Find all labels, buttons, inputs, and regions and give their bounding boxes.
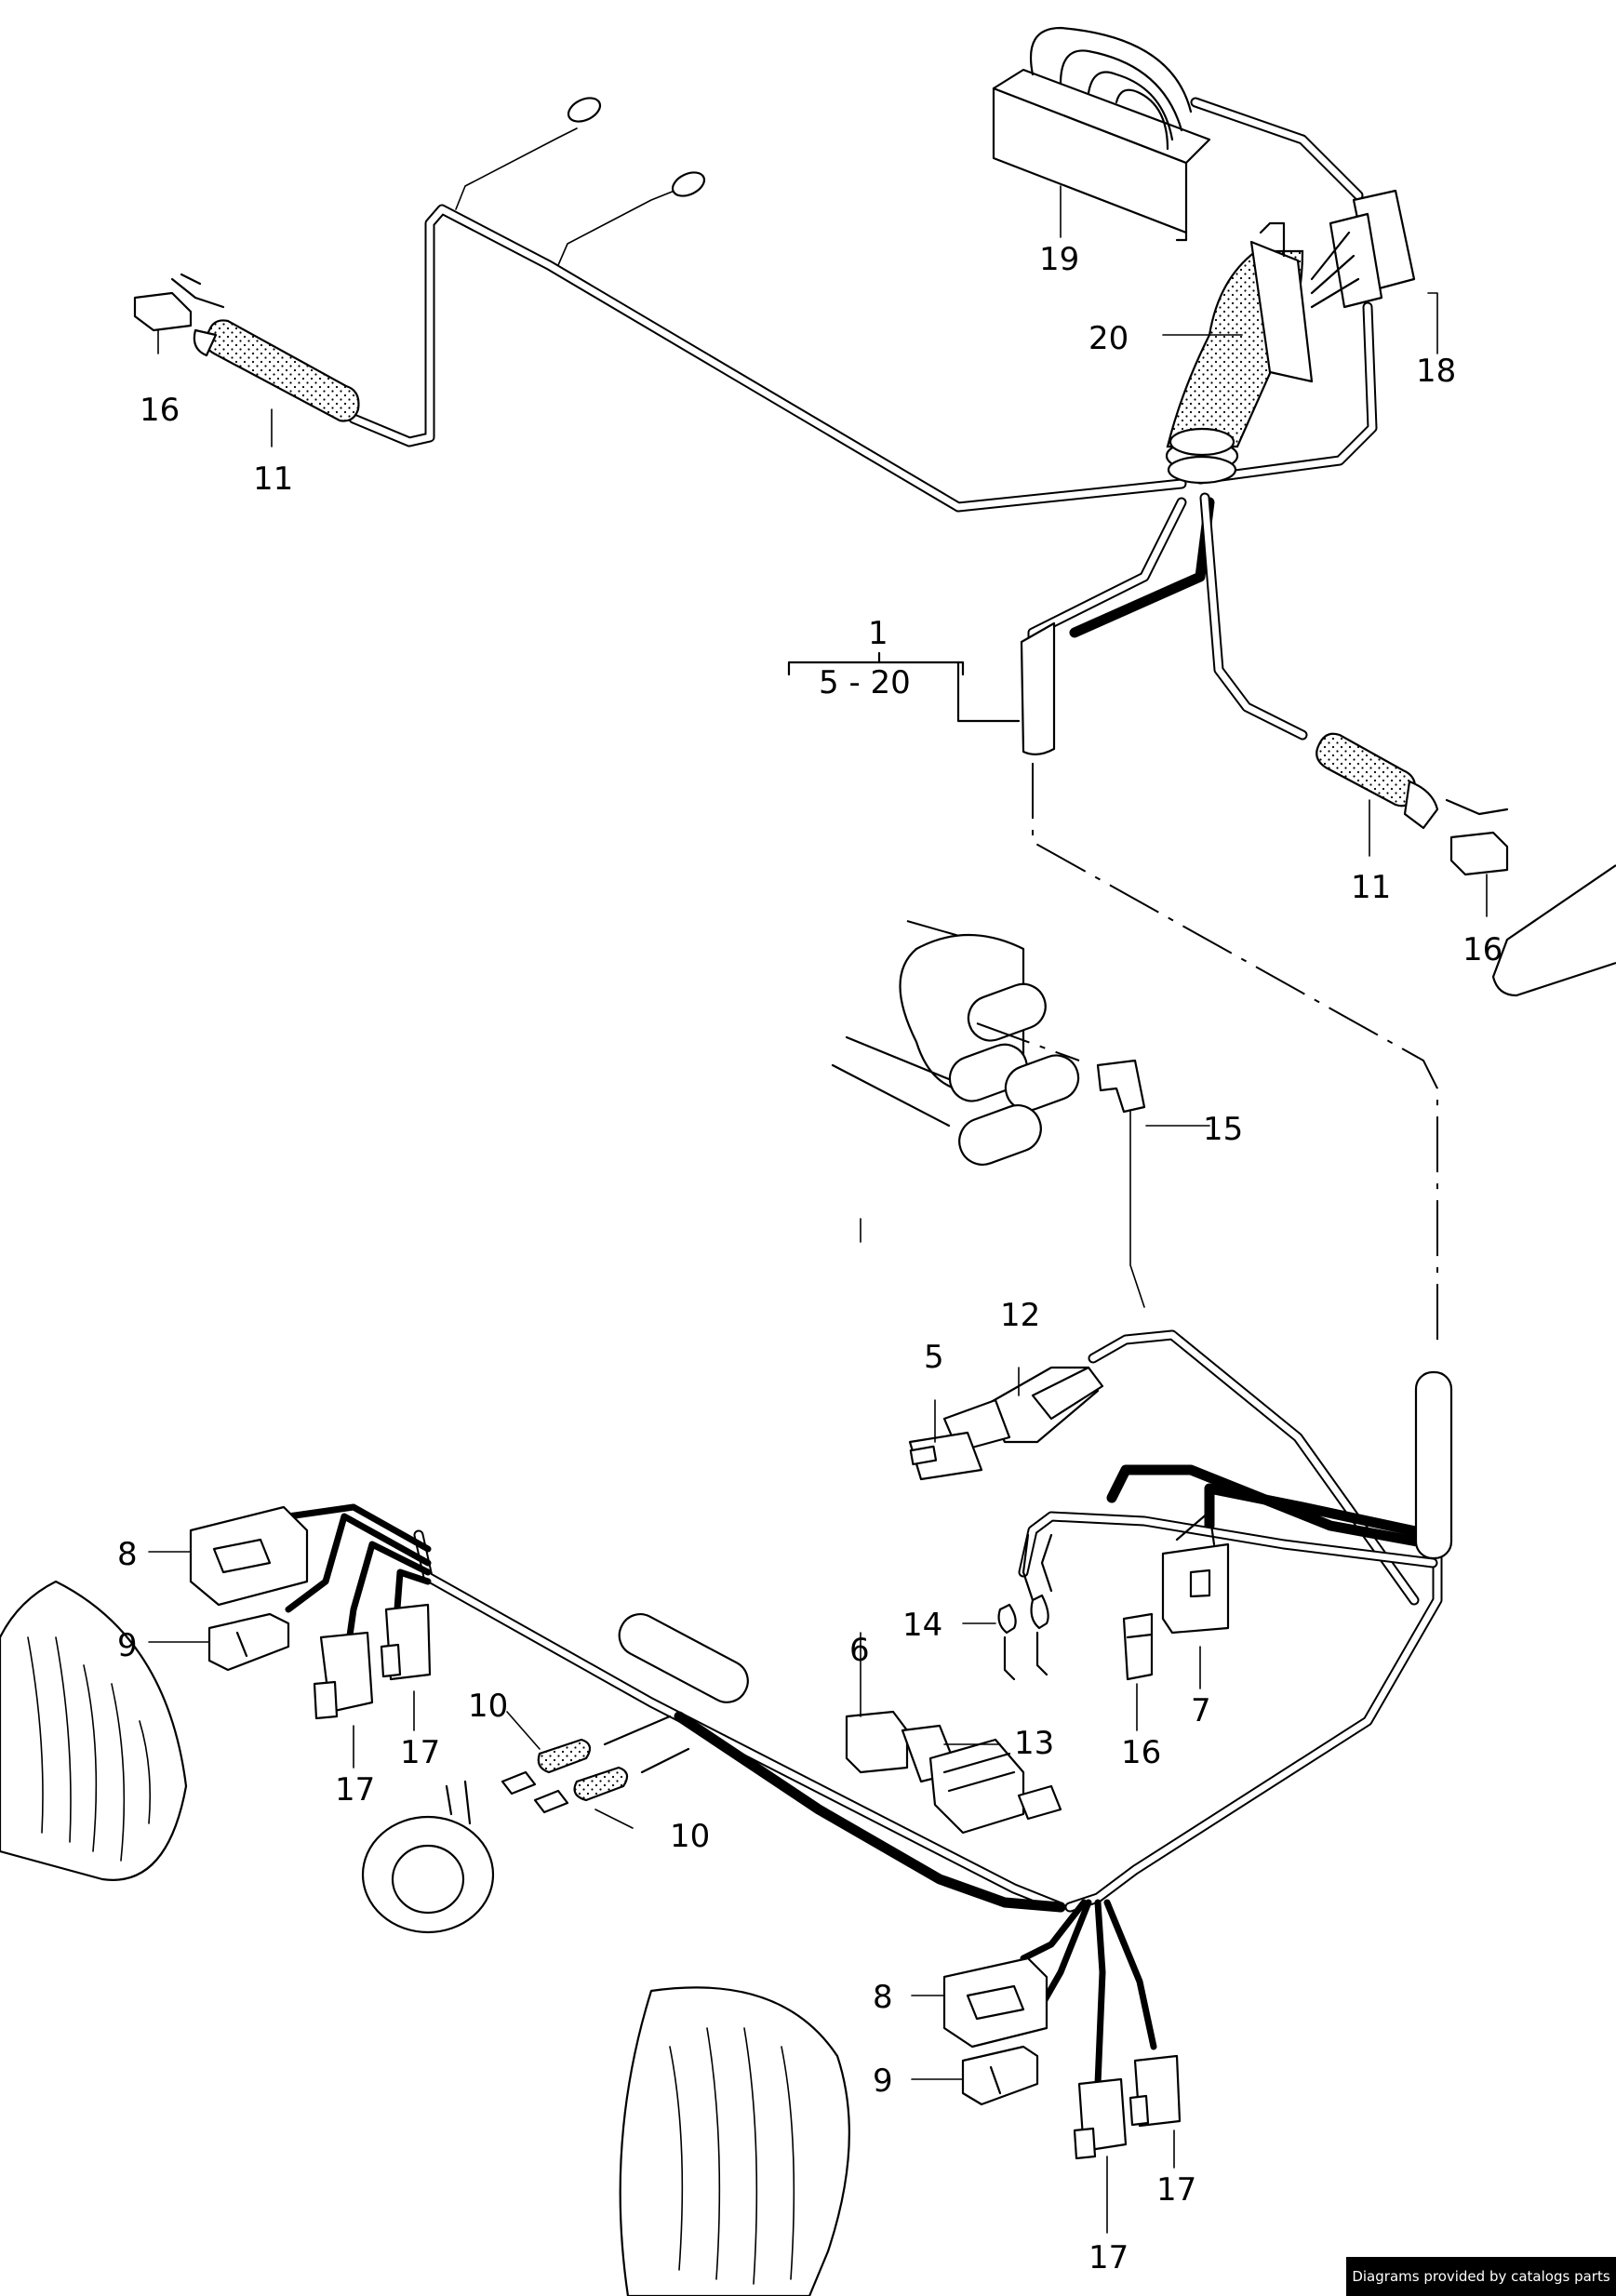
spade-terminals-14 — [997, 1533, 1053, 1681]
bullet-connectors-10 — [501, 1715, 690, 1814]
callout-16-right: 16 — [1462, 931, 1502, 968]
headlamp-lower — [619, 1986, 850, 2296]
headlamp-left — [0, 1580, 188, 1881]
leader-lines — [148, 185, 1488, 2234]
grommet-11-right — [1316, 732, 1509, 830]
connector-8-upper — [189, 1505, 309, 1607]
ring-terminal-a — [567, 97, 602, 123]
callout-5: 5 — [924, 1339, 944, 1376]
callout-range-5-20: 5 - 20 — [819, 664, 911, 701]
callout-16-left: 16 — [140, 392, 180, 429]
callout-17-a: 17 — [335, 1771, 375, 1809]
callout-8-lower: 8 — [873, 1979, 893, 2016]
connector-9-upper — [207, 1612, 290, 1672]
multi-pin-connector-19 — [992, 26, 1211, 242]
lower-harness — [275, 1329, 1443, 2088]
callout-12: 12 — [1000, 1297, 1040, 1334]
harness-sleeve — [1414, 1370, 1453, 1560]
callout-8-upper: 8 — [117, 1536, 138, 1573]
callout-17-b: 17 — [400, 1734, 440, 1771]
connector-cluster-18 — [1310, 189, 1416, 309]
side-lamp-lens — [1491, 864, 1616, 997]
callout-17-d: 17 — [1156, 2171, 1196, 2209]
grommet-11-left — [193, 319, 360, 422]
grommet-ring — [361, 1780, 495, 1934]
callout-19: 19 — [1039, 241, 1079, 278]
connector-8-lower — [942, 1956, 1048, 2049]
flat-connector-16-left — [133, 273, 225, 332]
connector-6-and-13 — [845, 1710, 1062, 1835]
credit-banner: Diagrams provided by catalogs parts — [1346, 2257, 1616, 2296]
harness-clip — [618, 1613, 749, 1703]
range-bracket — [787, 661, 965, 676]
terminal-housings-17-upper — [313, 1603, 432, 1720]
callout-13: 13 — [1014, 1725, 1054, 1762]
callout-20: 20 — [1088, 320, 1129, 357]
callout-9-lower: 9 — [873, 2062, 893, 2100]
ring-terminal-b — [671, 171, 706, 197]
connector-12-and-5 — [908, 1366, 1104, 1481]
callout-16-lower: 16 — [1121, 1734, 1161, 1771]
callout-11-right: 11 — [1351, 869, 1391, 906]
callout-labels: 19 20 18 16 11 1 5 - 20 11 16 15 12 5 8 … — [117, 241, 1502, 2276]
callout-9-upper: 9 — [117, 1627, 138, 1664]
callout-1: 1 — [868, 615, 888, 652]
connector-housing-7 — [1161, 1510, 1230, 1635]
small-plug-15 — [1096, 1059, 1146, 1308]
distributor-cap — [831, 920, 1080, 1166]
flat-connector-16-lower — [1122, 1612, 1154, 1681]
callout-7: 7 — [1191, 1692, 1211, 1729]
callout-14: 14 — [902, 1607, 942, 1644]
callout-10-lower: 10 — [670, 1818, 710, 1855]
upper-harness — [348, 97, 1378, 755]
rubber-boot-20 — [1165, 221, 1314, 485]
callout-15: 15 — [1203, 1111, 1243, 1148]
callout-18: 18 — [1416, 353, 1456, 390]
flat-connector-16-right — [1449, 831, 1509, 876]
connector-9-lower — [961, 2045, 1039, 2106]
callout-17-c: 17 — [1088, 2239, 1129, 2276]
callout-6: 6 — [849, 1632, 870, 1669]
routing-line — [1032, 763, 1438, 1349]
callout-10-upper: 10 — [468, 1688, 508, 1725]
callout-11-left: 11 — [253, 461, 293, 498]
terminal-housings-17-lower — [1073, 2054, 1182, 2160]
